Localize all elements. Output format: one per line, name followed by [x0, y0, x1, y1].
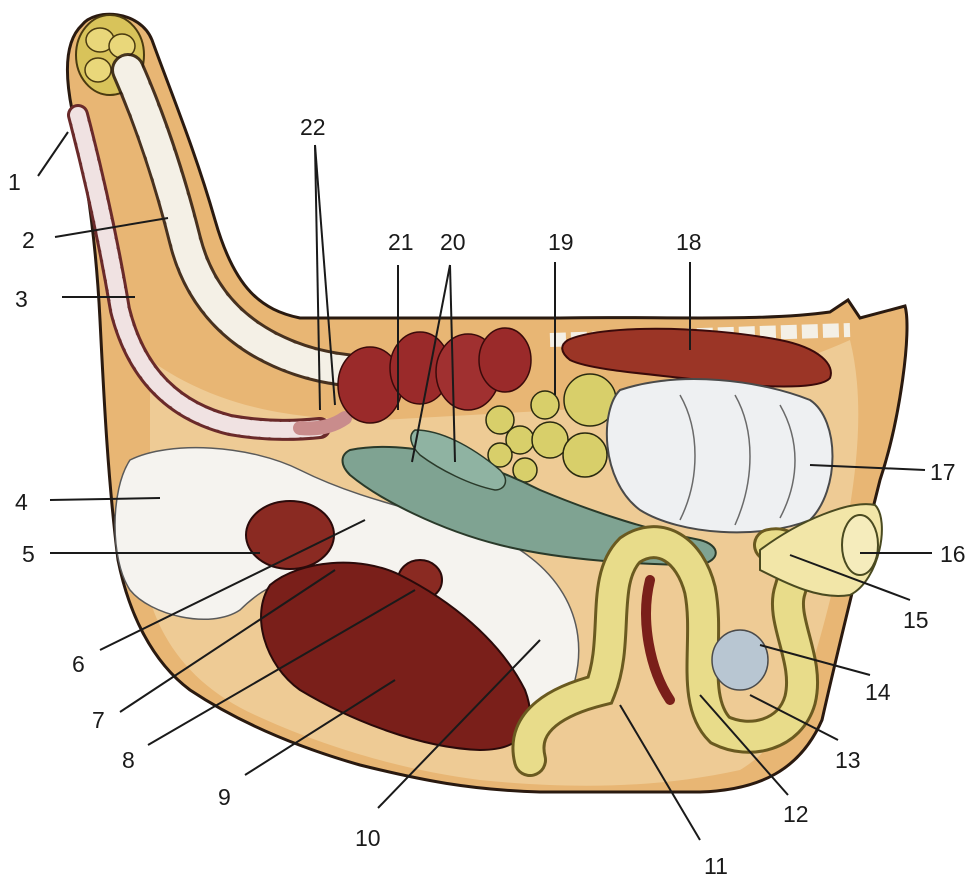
label-2: 2 — [22, 227, 35, 253]
label-4: 4 — [15, 489, 28, 515]
label-12: 12 — [783, 801, 809, 827]
label-8: 8 — [122, 747, 135, 773]
oviduct — [607, 379, 833, 532]
label-1: 1 — [8, 169, 21, 195]
label-9: 9 — [218, 784, 231, 810]
label-5: 5 — [22, 541, 35, 567]
label-10: 10 — [355, 825, 381, 851]
label-22: 22 — [300, 114, 326, 140]
label-19: 19 — [548, 229, 574, 255]
label-14: 14 — [865, 679, 891, 705]
label-16: 16 — [940, 541, 966, 567]
label-20: 20 — [440, 229, 466, 255]
label-13: 13 — [835, 747, 861, 773]
label-18: 18 — [676, 229, 702, 255]
label-21: 21 — [388, 229, 414, 255]
label-6: 6 — [72, 651, 85, 677]
label-3: 3 — [15, 286, 28, 312]
label-15: 15 — [903, 607, 929, 633]
label-7: 7 — [92, 707, 105, 733]
label-17: 17 — [930, 459, 956, 485]
label-11: 11 — [704, 853, 728, 879]
